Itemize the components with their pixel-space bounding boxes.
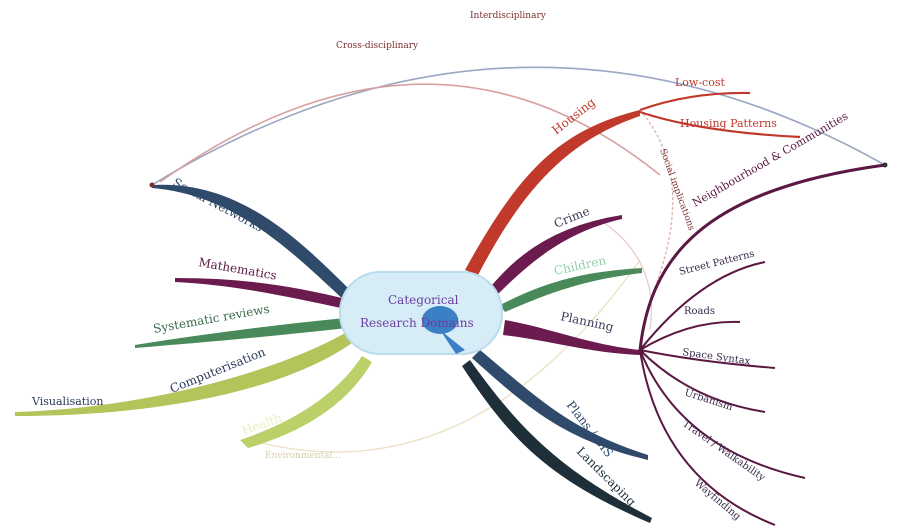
bulb-icon [422,306,458,334]
label-wayfinding: Wayfinding [692,478,743,523]
label-visualisation: Visualisation [31,395,103,408]
label-bottom-link: Environmental... [265,451,341,461]
branch-low-cost [639,91,751,112]
branch-mathematics [175,278,350,309]
branch-neighbourhood [638,163,886,351]
node-dot-left [149,182,155,188]
label-urbanism: Urbanism [683,387,734,413]
label-social-implications: Social implications [657,148,696,233]
branch-housing-patterns [639,110,801,139]
branch-computerisation [15,333,352,416]
branch-landscaping [462,360,652,523]
node-dot-right [882,162,888,168]
branch-housing [465,110,640,275]
branch-wayfinding [639,349,776,526]
branch-street-patterns [639,261,766,351]
branch-health [240,356,372,448]
label-low-cost: Low-cost [675,76,725,89]
label-housing-patterns: Housing Patterns [680,117,777,130]
branch-travel [639,349,806,479]
label-roads: Roads [684,306,715,317]
branch-planning [503,320,640,355]
link-social-implications [639,109,674,301]
label-social-networks: Social Networks [171,175,266,234]
link-children-planning [599,219,652,331]
link-bottom [249,259,641,453]
link-interdisciplinary [151,66,886,186]
bulb-base-icon [440,330,465,354]
branch-crime [488,215,622,297]
branch-social-networks [152,184,355,302]
branch-urbanism [639,349,766,413]
label-street-patterns: Street Patterns [678,249,756,278]
center-node[interactable] [339,271,503,355]
label-space-syntax: Space Syntax [682,347,752,367]
branch-roads [639,320,741,351]
branch-children [500,268,642,312]
label-mathematics: Mathematics [197,255,277,283]
label-interdisciplinary: Interdisciplinary [470,11,547,21]
center-label-line1: Categorical [388,293,459,307]
label-cross-disciplinary: Cross-disciplinary [336,41,419,51]
label-planning: Planning [559,309,615,334]
label-travel: Travel / Walkability [680,418,767,484]
branch-plans-gis [472,350,648,460]
branch-systematic-reviews [135,318,347,348]
branch-space-syntax [639,349,776,369]
center-label-line2: Research Domains [360,316,474,330]
